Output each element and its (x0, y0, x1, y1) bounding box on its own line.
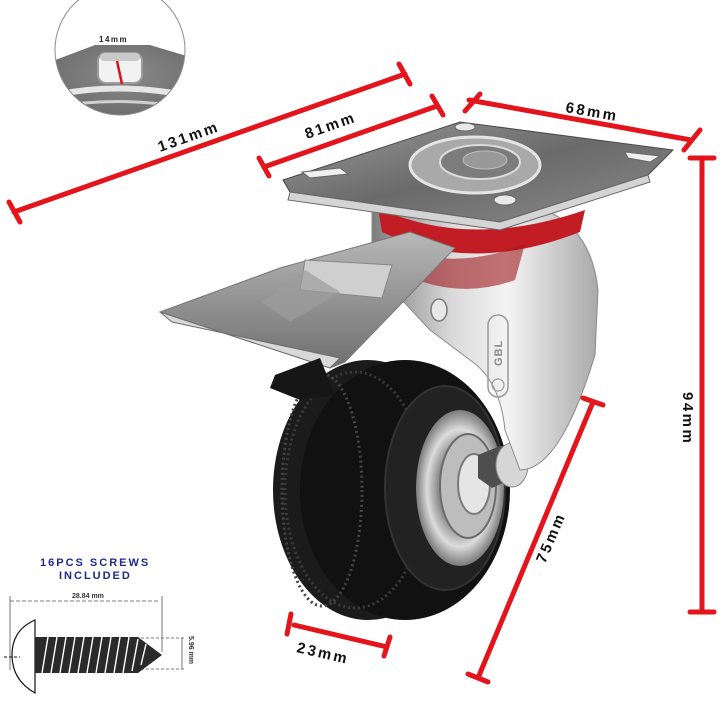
rivet (430, 298, 448, 322)
hole-size-label: 14mm (99, 35, 128, 44)
brand-emblem (487, 314, 509, 398)
screws-title-line2: INCLUDED (59, 570, 132, 582)
dimension-lines (6, 61, 717, 685)
dim-label-wheel-width: 23mm (295, 639, 351, 668)
dim-label-overall-height: 94mm (679, 392, 696, 445)
dim-wheel-width (284, 611, 393, 659)
dim-wheel-diameter (465, 395, 606, 685)
wheel (273, 360, 529, 620)
screws-title-line1: 16PCS SCREWS (40, 557, 150, 569)
mounting-slot (300, 167, 350, 179)
screw-icon (4, 619, 162, 695)
dim-plate-length (256, 93, 446, 179)
mounting-slot (624, 151, 662, 163)
mounting-hole (454, 122, 476, 132)
top-plate (282, 121, 675, 231)
screws-inset: 16PCS SCREWS INCLUDED 28.84 mm 5.96 mm (4, 557, 194, 695)
brake-pedal (158, 231, 456, 400)
castor-illustration: GBL (158, 121, 675, 620)
screw-length-label: 28.84 mm (72, 593, 104, 600)
hole-detail-inset: 14mm (54, 0, 186, 116)
brand-text: GBL (493, 340, 505, 366)
dim-plate-width (462, 91, 703, 153)
screw-diameter-label: 5.96 mm (187, 636, 194, 664)
dim-overall-height (687, 155, 717, 615)
mounting-hole (493, 194, 517, 206)
dim-overall-length (6, 61, 413, 225)
